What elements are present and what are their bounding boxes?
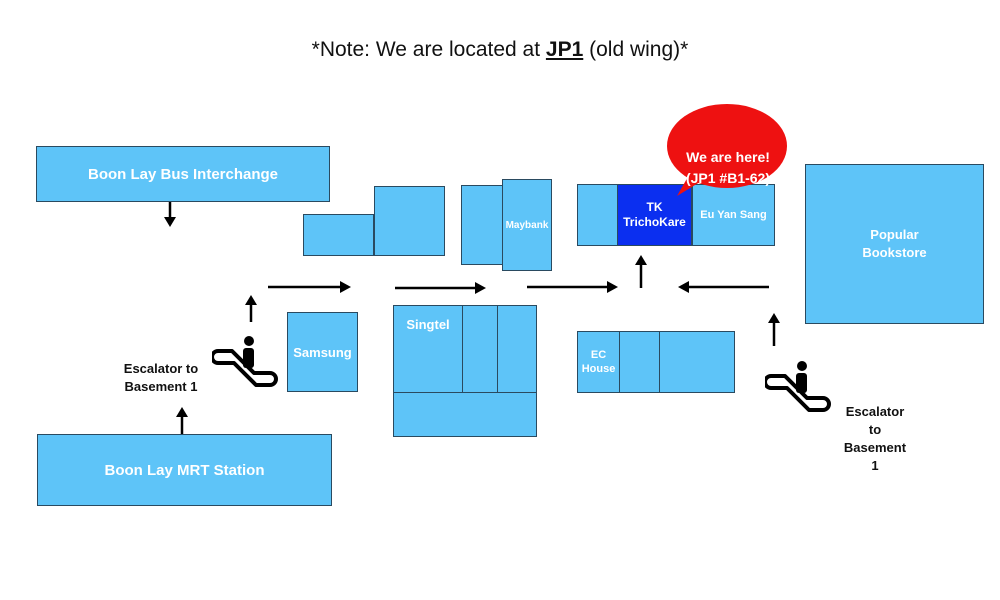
escalator-icon (765, 361, 831, 412)
arrow-icon (527, 281, 618, 293)
popular-bookstore-block: Popular Bookstore (805, 164, 984, 324)
arrow-icon (245, 295, 257, 322)
shop-block (393, 392, 537, 437)
note-highlight: JP1 (545, 38, 584, 61)
arrow-icon (678, 281, 769, 293)
mrt-station-label: Boon Lay MRT Station (104, 461, 265, 479)
eu-yan-sang-label: Eu Yan Sang (700, 209, 767, 221)
callout-text: We are here! (JP1 #B1-62) (685, 149, 771, 186)
arrow-icon (176, 407, 188, 434)
tk-trichokare-label: TK TrichoKare (623, 200, 686, 229)
ec-house-label: EC House (581, 349, 616, 375)
escalator-left-label: Escalator to Basement 1 (123, 361, 199, 394)
bus-interchange-label: Boon Lay Bus Interchange (87, 165, 279, 183)
escalator-right-label: Escalator to Basement 1 (843, 404, 907, 473)
escalator-icon (212, 336, 278, 387)
maybank-block: Maybank (502, 179, 552, 271)
shop-block (577, 184, 619, 246)
shop-block (462, 305, 498, 393)
ec-house-block: EC House (577, 331, 620, 393)
samsung-label: Samsung (293, 344, 352, 360)
singtel-block: Singtel (393, 305, 463, 393)
eu-yan-sang-block: Eu Yan Sang (692, 184, 775, 246)
callout-bubble (667, 104, 787, 196)
arrow-icon (768, 313, 780, 346)
shop-block (659, 331, 735, 393)
arrow-icon (268, 281, 351, 293)
shop-block (497, 305, 537, 393)
samsung-block: Samsung (287, 312, 358, 392)
shop-block (374, 186, 445, 256)
arrow-icon (635, 255, 647, 288)
maybank-label: Maybank (505, 219, 549, 231)
singtel-label: Singtel (406, 317, 450, 332)
bus-interchange-block: Boon Lay Bus Interchange (36, 146, 330, 202)
location-note: *Note: We are located at JP1 (old wing)* (311, 38, 689, 61)
shop-block (619, 331, 660, 393)
shop-block (461, 185, 503, 265)
arrow-icon (395, 282, 486, 294)
popular-bookstore-label: Popular Bookstore (862, 227, 927, 260)
mrt-station-block: Boon Lay MRT Station (37, 434, 332, 506)
arrow-icon (164, 202, 176, 227)
shop-block (303, 214, 374, 256)
